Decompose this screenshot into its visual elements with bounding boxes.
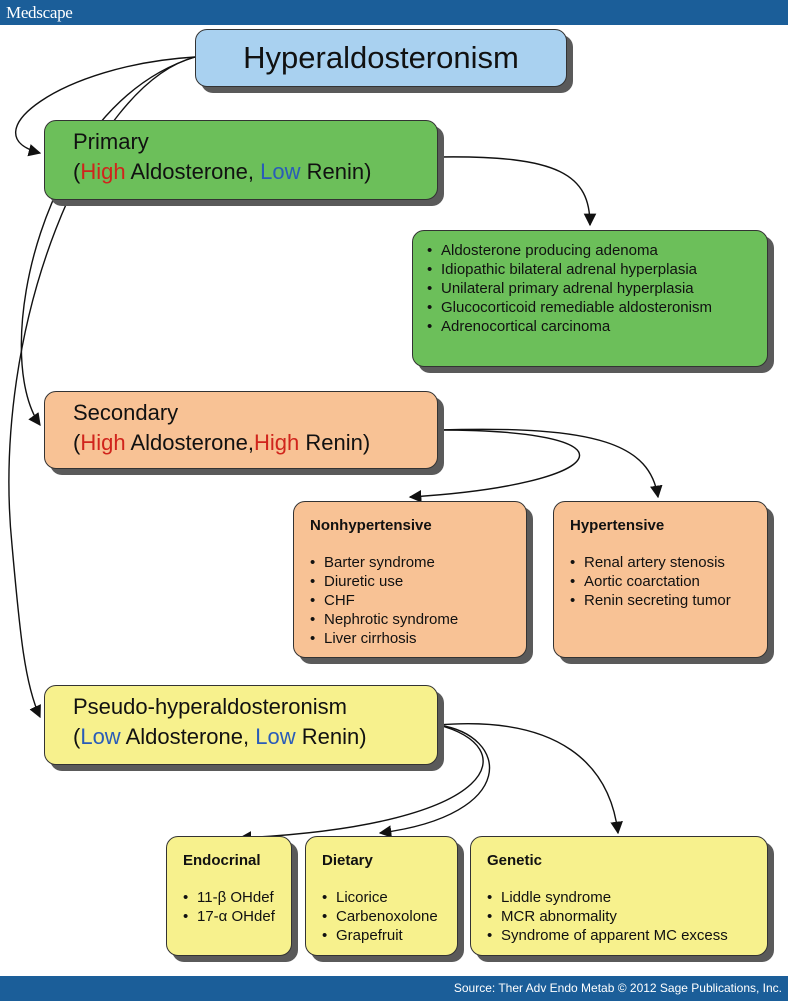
list-item: 17-α OHdef xyxy=(183,907,283,926)
flowchart: Hyperaldosteronism Primary (High Aldoste… xyxy=(0,25,788,976)
endocrinal-box: Endocrinal 11-β OHdef 17-α OHdef xyxy=(166,836,292,956)
pseudo-aldosterone-level: Low xyxy=(80,724,121,749)
list-item: MCR abnormality xyxy=(487,907,759,926)
list-item: Renal artery stenosis xyxy=(570,553,759,572)
list-item: Aldosterone producing adenoma xyxy=(427,241,757,260)
list-item: Unilateral primary adrenal hyperplasia xyxy=(427,279,757,298)
source-credit: Source: Ther Adv Endo Metab © 2012 Sage … xyxy=(453,981,782,995)
primary-renin-level: Low xyxy=(260,159,301,184)
bottom-bar: Source: Ther Adv Endo Metab © 2012 Sage … xyxy=(0,976,788,1001)
genetic-box: Genetic Liddle syndrome MCR abnormality … xyxy=(470,836,768,956)
secondary-box: Secondary (High Aldosterone,High Renin) xyxy=(44,391,438,469)
nonhypertensive-box: Nonhypertensive Barter syndrome Diuretic… xyxy=(293,501,527,658)
top-bar: Medscape xyxy=(0,0,788,25)
secondary-levels: (High Aldosterone,High Renin) xyxy=(73,430,371,455)
secondary-aldosterone-level: High xyxy=(80,430,126,455)
nonhypertensive-heading: Nonhypertensive xyxy=(310,517,432,534)
list-item: Aortic coarctation xyxy=(570,572,759,591)
pseudo-renin-level: Low xyxy=(255,724,296,749)
arrow-pseudo-to-dietary xyxy=(378,724,491,838)
list-item: Liddle syndrome xyxy=(487,888,759,907)
list-item: Glucocorticoid remediable aldosteronism xyxy=(427,298,757,317)
list-item: 11-β OHdef xyxy=(183,888,283,907)
primary-name: Primary xyxy=(73,129,149,154)
pseudo-name: Pseudo-hyperaldosteronism xyxy=(73,694,347,719)
arrow-title-to-secondary xyxy=(20,56,196,427)
pseudo-box: Pseudo-hyperaldosteronism (Low Aldostero… xyxy=(44,685,438,765)
arrow-title-to-primary xyxy=(15,56,196,157)
primary-aldosterone-level: High xyxy=(80,159,126,184)
connector-arrows xyxy=(8,56,663,844)
list-item: Nephrotic syndrome xyxy=(310,610,518,629)
arrow-title-to-pseudo xyxy=(8,56,196,719)
list-item: Barter syndrome xyxy=(310,553,518,572)
genetic-heading: Genetic xyxy=(487,852,543,869)
arrow-primary-to-causes xyxy=(437,156,597,227)
list-item: Idiopathic bilateral adrenal hyperplasia xyxy=(427,260,757,279)
hypertensive-heading: Hypertensive xyxy=(570,517,665,534)
list-item: Adrenocortical carcinoma xyxy=(427,317,757,336)
list-item: Grapefruit xyxy=(322,926,449,945)
list-item: CHF xyxy=(310,591,518,610)
list-item: Liver cirrhosis xyxy=(310,629,518,648)
arrow-secondary-to-nonhypertensive xyxy=(408,429,581,503)
title-box: Hyperaldosteronism xyxy=(195,29,567,87)
endocrinal-heading: Endocrinal xyxy=(183,852,261,869)
secondary-name: Secondary xyxy=(73,400,179,425)
pseudo-levels: (Low Aldosterone, Low Renin) xyxy=(73,724,367,749)
primary-causes-box: Aldosterone producing adenoma Idiopathic… xyxy=(412,230,768,367)
dietary-heading: Dietary xyxy=(322,852,373,869)
list-item: Carbenoxolone xyxy=(322,907,449,926)
list-item: Syndrome of apparent MC excess xyxy=(487,926,759,945)
arrow-secondary-to-hypertensive xyxy=(437,428,663,499)
arrow-pseudo-to-endocrinal xyxy=(238,724,484,844)
list-item: Renin secreting tumor xyxy=(570,591,759,610)
arrow-pseudo-to-genetic xyxy=(437,723,623,835)
brand-logo-text: Medscape xyxy=(6,3,73,22)
diagram-title: Hyperaldosteronism xyxy=(243,40,519,75)
list-item: Licorice xyxy=(322,888,449,907)
hypertensive-box: Hypertensive Renal artery stenosis Aorti… xyxy=(553,501,768,658)
dietary-box: Dietary Licorice Carbenoxolone Grapefrui… xyxy=(305,836,458,956)
secondary-renin-level: High xyxy=(254,430,300,455)
primary-box: Primary (High Aldosterone, Low Renin) xyxy=(44,120,438,200)
list-item: Diuretic use xyxy=(310,572,518,591)
primary-levels: (High Aldosterone, Low Renin) xyxy=(73,159,372,184)
